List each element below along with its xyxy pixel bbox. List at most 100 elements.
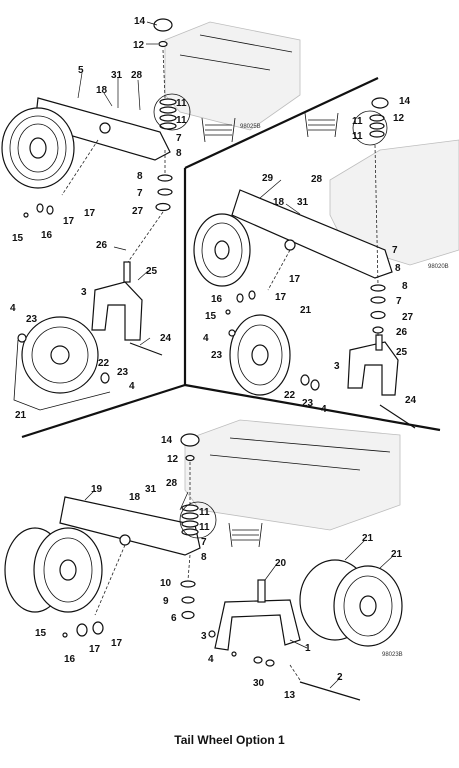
figure-code-2: 98020B bbox=[428, 264, 449, 270]
shim-detail-2 bbox=[304, 112, 339, 138]
callout-p2-18: 18 bbox=[273, 197, 285, 208]
callout-p3-6: 6 bbox=[171, 613, 177, 624]
figure-code-1: 98025B bbox=[240, 124, 261, 130]
callout-p2-4a: 4 bbox=[203, 333, 209, 344]
callout-p3-28: 28 bbox=[166, 478, 178, 489]
callout-p1-8b: 8 bbox=[137, 171, 143, 182]
callout-p2-29: 29 bbox=[262, 173, 274, 184]
caster-bar-19 bbox=[59, 496, 201, 556]
callout-p1-31: 31 bbox=[111, 70, 123, 81]
callout-p1-5: 5 bbox=[78, 65, 84, 76]
callout-p2-8b: 8 bbox=[402, 281, 408, 292]
callout-p2-11a: 11 bbox=[352, 116, 363, 127]
callout-p1-7: 7 bbox=[176, 133, 182, 144]
callout-p2-23a: 23 bbox=[211, 350, 223, 361]
tail-wheel-2 bbox=[193, 213, 251, 287]
callout-p2-16: 16 bbox=[211, 294, 223, 305]
callout-p2-12: 12 bbox=[393, 113, 405, 124]
callout-p3-18: 18 bbox=[129, 492, 141, 503]
caster-bar-29 bbox=[231, 189, 393, 279]
callout-p3-15: 15 bbox=[35, 628, 47, 639]
callout-p1-3: 3 bbox=[81, 287, 87, 298]
callout-p3-17b: 17 bbox=[111, 638, 123, 649]
callout-p3-12: 12 bbox=[167, 454, 179, 465]
callout-p1-22: 22 bbox=[98, 358, 110, 369]
callout-p3-1: 1 bbox=[305, 643, 311, 654]
dust-cap-14 bbox=[153, 18, 173, 32]
callout-p2-22: 22 bbox=[284, 390, 296, 401]
dual-tail-wheel-right bbox=[299, 559, 403, 647]
panel-divider-lower-right bbox=[184, 383, 441, 432]
mower-deck-frame-1 bbox=[164, 21, 301, 131]
callout-p3-31: 31 bbox=[145, 484, 157, 495]
callouts-panel-2: 14 12 11 11 29 28 18 31 7 8 17 17 16 15 … bbox=[203, 96, 449, 415]
callout-p1-14: 14 bbox=[134, 16, 146, 27]
callout-p3-16: 16 bbox=[64, 654, 76, 665]
callout-p3-2: 2 bbox=[337, 672, 343, 683]
callout-p1-24: 24 bbox=[160, 333, 172, 344]
callout-p3-7: 7 bbox=[201, 537, 207, 548]
callout-p1-8a: 8 bbox=[176, 148, 182, 159]
shim-detail-1 bbox=[201, 117, 236, 143]
callout-p1-4b: 4 bbox=[129, 381, 135, 392]
mower-deck-frame-2 bbox=[329, 139, 459, 266]
callout-p2-31: 31 bbox=[297, 197, 309, 208]
spring-stack-1 bbox=[153, 93, 191, 131]
callout-p3-14: 14 bbox=[161, 435, 173, 446]
callout-p3-20: 20 bbox=[275, 558, 287, 569]
callout-p3-17a: 17 bbox=[89, 644, 101, 655]
wheel-fork-25b bbox=[347, 341, 399, 396]
callout-p3-11a: 11 bbox=[199, 507, 210, 518]
spring-stack-2 bbox=[352, 110, 388, 146]
figure-code-3: 98023B bbox=[382, 652, 403, 658]
callout-p3-11b: 11 bbox=[199, 522, 210, 533]
dual-tail-wheel-left bbox=[4, 527, 103, 613]
callouts-panel-1: 14 12 5 31 18 28 11 11 7 8 8 7 27 17 17 … bbox=[10, 16, 261, 421]
dust-cap-14b bbox=[371, 97, 389, 109]
callout-p1-11a: 11 bbox=[176, 98, 187, 109]
callout-p2-14: 14 bbox=[399, 96, 411, 107]
callout-p1-27: 27 bbox=[132, 206, 144, 217]
callout-p1-28: 28 bbox=[131, 70, 143, 81]
dual-wheel-fork-1 bbox=[214, 599, 301, 651]
callout-p1-21: 21 bbox=[15, 410, 27, 421]
callout-p2-7a: 7 bbox=[392, 245, 398, 256]
callout-p2-7b: 7 bbox=[396, 296, 402, 307]
callout-p3-21a: 21 bbox=[362, 533, 374, 544]
callout-p2-26: 26 bbox=[396, 327, 408, 338]
spring-stack-3 bbox=[179, 501, 217, 539]
callout-p3-10: 10 bbox=[160, 578, 172, 589]
callout-p3-30: 30 bbox=[253, 678, 265, 689]
callout-p1-4a: 4 bbox=[10, 303, 16, 314]
callout-p2-17b: 17 bbox=[275, 292, 287, 303]
callout-p3-4: 4 bbox=[208, 654, 214, 665]
figure-caption: Tail Wheel Option 1 bbox=[174, 733, 285, 747]
callout-p3-19: 19 bbox=[91, 484, 103, 495]
mower-deck-frame-3 bbox=[184, 419, 401, 531]
callout-p2-25: 25 bbox=[396, 347, 408, 358]
tail-wheel-21b bbox=[229, 314, 291, 396]
shim-detail-3 bbox=[228, 522, 263, 548]
panel-divider-lower-left bbox=[21, 383, 186, 439]
callout-p1-7b: 7 bbox=[137, 188, 143, 199]
callout-p1-11b: 11 bbox=[176, 115, 187, 126]
callout-p1-17a: 17 bbox=[84, 208, 96, 219]
callout-p2-28: 28 bbox=[311, 174, 323, 185]
callout-p2-8a: 8 bbox=[395, 263, 401, 274]
callout-p3-9: 9 bbox=[163, 596, 169, 607]
callout-p3-8: 8 bbox=[201, 552, 207, 563]
callout-p3-21b: 21 bbox=[391, 549, 403, 560]
callout-p3-3: 3 bbox=[201, 631, 207, 642]
callout-p2-4b: 4 bbox=[321, 404, 327, 415]
panel-3-view bbox=[4, 419, 403, 701]
callouts-panel-3: 14 12 19 18 31 28 11 11 7 8 10 9 6 3 4 3… bbox=[35, 435, 403, 701]
callout-p1-17b: 17 bbox=[63, 216, 75, 227]
callout-p1-12: 12 bbox=[133, 40, 145, 51]
callout-p1-15: 15 bbox=[12, 233, 24, 244]
callout-p1-25: 25 bbox=[146, 266, 158, 277]
callout-p1-23a: 23 bbox=[26, 314, 38, 325]
callout-p2-23b: 23 bbox=[302, 398, 314, 409]
callout-p1-18: 18 bbox=[96, 85, 108, 96]
panel-1-view bbox=[1, 18, 301, 411]
callout-p2-21: 21 bbox=[300, 305, 312, 316]
